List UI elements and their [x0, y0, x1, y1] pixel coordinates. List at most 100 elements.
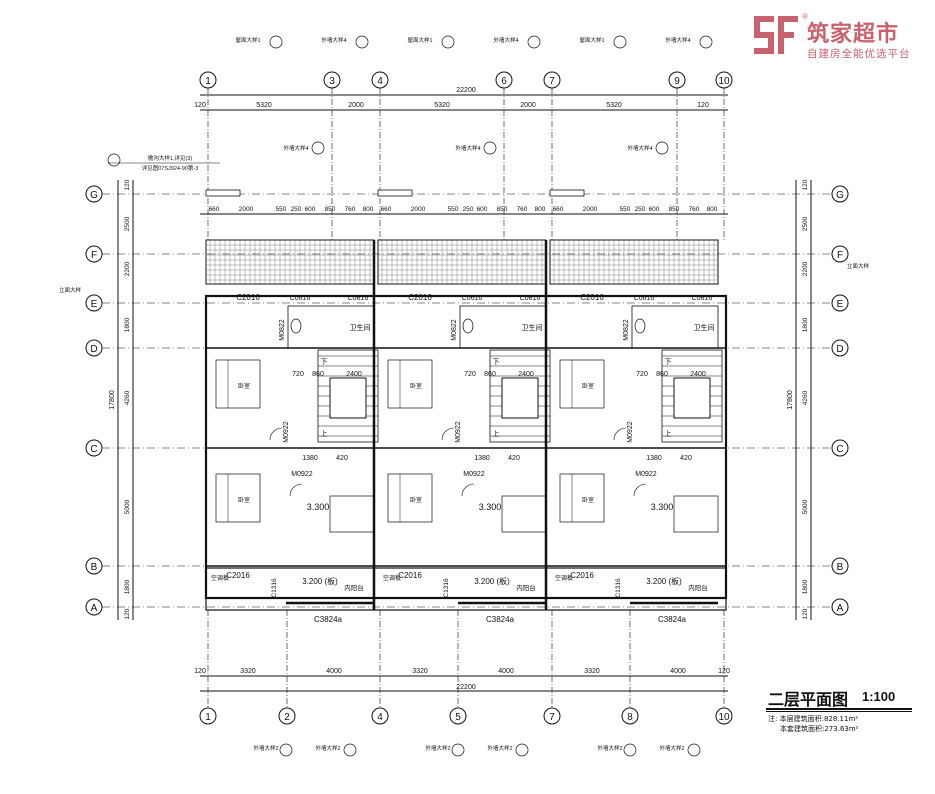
unit2-window-c2016-bottom: C2016 — [398, 571, 422, 580]
upper-row-dim: 800 — [707, 206, 718, 213]
unit1-door-m0822: M0822 — [279, 319, 286, 341]
unit3-stair-down-label: 下 — [665, 358, 672, 366]
unit2-stair-dim-1380: 1380 — [474, 455, 490, 462]
unit3-door-m0922: M0922 — [635, 471, 657, 478]
unit2-window-c0816: C0816 — [520, 295, 541, 302]
left-seg-dim: 5000 — [124, 499, 131, 514]
unit1-bed-2 — [215, 473, 261, 523]
unit1-ref-mid-bubble — [355, 35, 369, 49]
axis-right-E-circle — [831, 294, 849, 312]
unit1-bedroom-label-2: 卧室 — [238, 496, 250, 504]
unit3-bathroom-wall — [631, 305, 719, 349]
left-seg-dim: 1800 — [124, 579, 131, 594]
note-line-1: 本层建筑面积:828.11m² — [779, 715, 859, 723]
axis-bottom-7-circle — [543, 707, 561, 725]
unit3-door-swing — [613, 427, 627, 441]
building-outline — [204, 294, 728, 600]
unit2-door-m0922: M0922 — [463, 471, 485, 478]
unit3-level-3300: 3.300 — [651, 502, 674, 512]
axis-top-9-label: 9 — [674, 76, 680, 87]
unit1-ref-bottom2-bubble — [343, 743, 357, 757]
unit3-ref-top-bubble — [613, 35, 627, 49]
top-seg-dim: 5320 — [256, 102, 272, 109]
unit1-ref-top-label: 屋面大样1 — [235, 36, 260, 44]
upper-row-dim: 800 — [535, 206, 546, 213]
upper-row-dim: 550 — [276, 206, 287, 213]
right-elevation-tag: 立面大样 — [847, 262, 870, 270]
unit3-rear-window-block — [549, 189, 585, 197]
drawing-title: 二层平面图 — [768, 690, 849, 709]
unit3-window-c3824: C3824a — [658, 615, 687, 624]
axis-bottom-10-circle — [715, 707, 733, 725]
unit3-ref-bottom-bubble — [623, 743, 637, 757]
axis-left-E-label: E — [91, 299, 98, 310]
axis-right-D-circle — [831, 339, 849, 357]
unit1-door-swing-2 — [289, 483, 303, 497]
unit2-window-c1316: C1316 — [443, 578, 450, 598]
area-note: 注: 本层建筑面积:828.11m² 本套建筑面积:273.63m² — [768, 714, 858, 734]
unit3-window-c0616: C0616 — [634, 295, 655, 302]
upper-row-dim: 600 — [649, 206, 660, 213]
top-seg-dim: 2000 — [348, 102, 364, 109]
upper-row-dim: 250 — [463, 206, 474, 213]
axis-right-F-label: F — [837, 250, 843, 261]
axis-top-3-label: 3 — [329, 76, 335, 87]
title-underline — [766, 708, 912, 710]
unit1-bed-1 — [215, 359, 261, 409]
top-seg-dim: 120 — [697, 102, 709, 109]
unit1-stair-dim-720: 720 — [292, 371, 304, 378]
unit2-bed-1 — [387, 359, 433, 409]
axis-bottom-1-circle — [199, 707, 217, 725]
unit2-stair-well — [501, 377, 539, 419]
unit3-bedroom-label-2: 卧室 — [582, 496, 594, 504]
bottom-seg-dim: 120 — [194, 668, 206, 675]
logo-mark-icon — [754, 16, 798, 54]
upper-row-dim: 800 — [363, 206, 374, 213]
axis-left-C-label: C — [90, 444, 97, 455]
unit3-bed-2 — [559, 473, 605, 523]
upper-row-dim: 550 — [448, 206, 459, 213]
unit2-ref-mid2-label: 外墙大样4 — [455, 144, 480, 152]
upper-row-dim: 660 — [209, 206, 220, 213]
unit1-ref-bottom2-label: 外墙大样2 — [315, 744, 340, 752]
left-seg-dim: 4260 — [124, 390, 131, 405]
unit1-aircon-label: 空调板 — [211, 574, 229, 582]
unit1-stair-well — [329, 377, 367, 419]
axis-right-C-label: C — [836, 444, 843, 455]
unit3-bathroom-label: 卫生间 — [694, 323, 715, 332]
top-seg-dim: 2000 — [520, 102, 536, 109]
unit2-stair-dim-860: 860 — [484, 371, 496, 378]
unit1-ref-top-bubble — [269, 35, 283, 49]
unit3-ref-mid-bubble — [699, 35, 713, 49]
right-seg-dim: 1800 — [802, 579, 809, 594]
left-seg-dim: 1800 — [124, 317, 131, 332]
unit3-ref-mid2-label: 外墙大样4 — [627, 144, 652, 152]
upper-row-dim: 600 — [305, 206, 316, 213]
unit3-stair-up-label: 上 — [665, 429, 672, 438]
unit2-bedroom-label-1: 卧室 — [410, 382, 422, 390]
axis-bottom-2-circle — [278, 707, 296, 725]
unit1-stair-dim-860: 860 — [312, 371, 324, 378]
unit2-bedroom-label-2: 卧室 — [410, 496, 422, 504]
unit2-ref-bottom-bubble — [451, 743, 465, 757]
axis-right-E-label: E — [837, 299, 844, 310]
unit1-sofa — [329, 495, 375, 533]
unit2-sofa — [501, 495, 547, 533]
right-seg-dim: 120 — [802, 608, 809, 619]
unit1-ref-mid2-bubble — [311, 141, 325, 155]
unit1-ref-mid2-label: 外墙大样4 — [283, 144, 308, 152]
axis-top-6-label: 6 — [501, 76, 507, 87]
unit1-door-m0922-vert: M0922 — [283, 421, 290, 443]
unit1-window-c2016-bottom: C2016 — [226, 571, 250, 580]
unit2-inner-balcony-label: 内阳台 — [516, 583, 536, 592]
unit1-stair-dim-420: 420 — [336, 455, 348, 462]
axis-bottom-10-label: 10 — [718, 712, 730, 723]
upper-row-dim: 660 — [553, 206, 564, 213]
unit3-level-3200: 3.200 (板) — [646, 576, 682, 586]
note-line-2: 本套建筑面积:273.63m² — [780, 725, 859, 733]
front-balcony-strip — [205, 567, 727, 611]
unit3-inner-balcony-label: 内阳台 — [688, 583, 708, 592]
unit2-window-c2016-top: C2016 — [408, 293, 432, 302]
axis-left-D-label: D — [90, 344, 97, 355]
